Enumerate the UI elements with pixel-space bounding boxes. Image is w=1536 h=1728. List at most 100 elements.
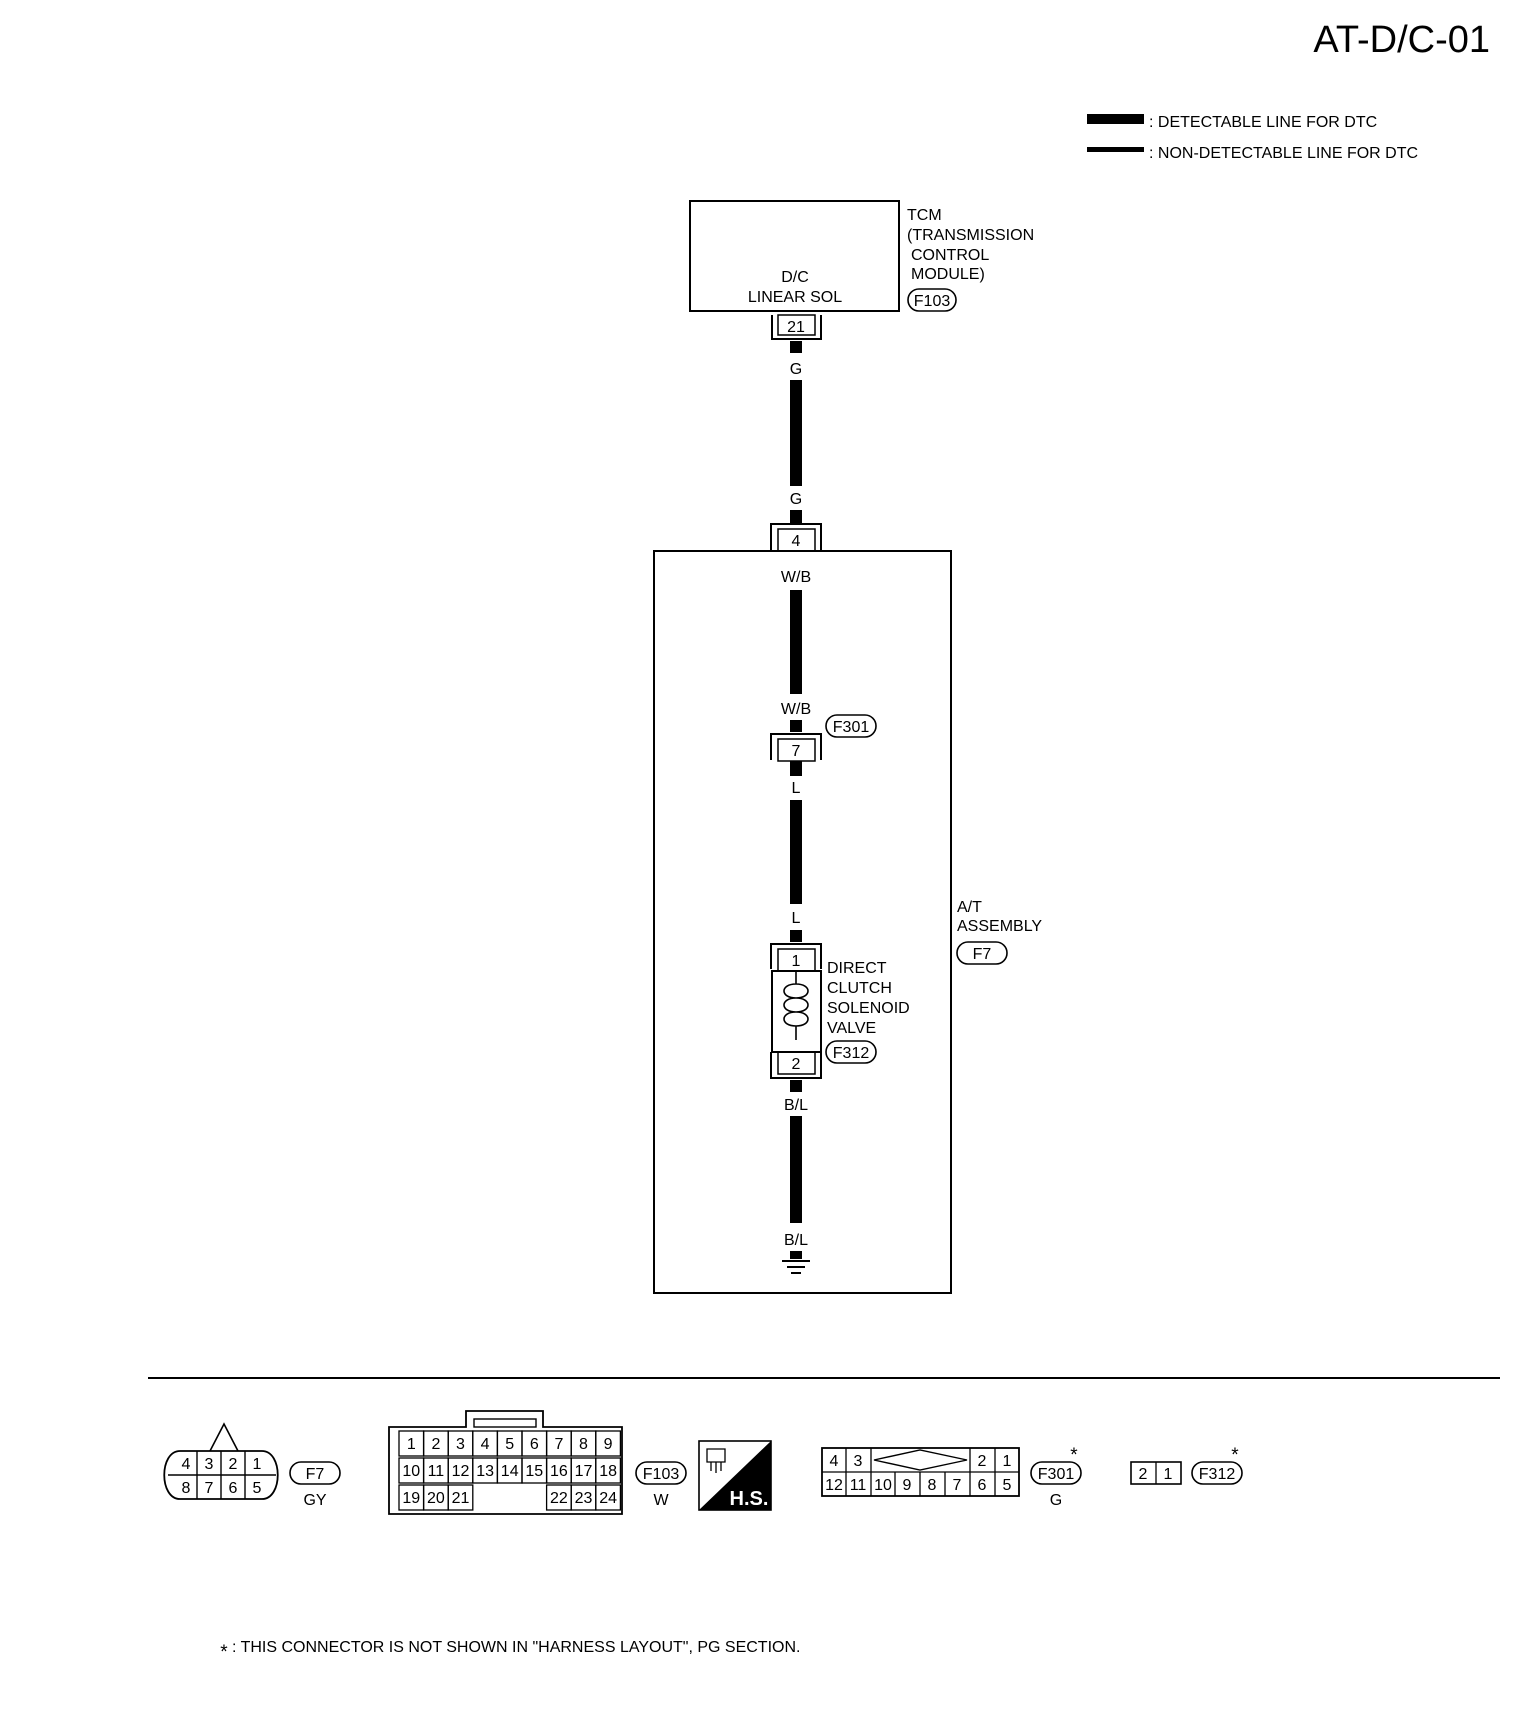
ground-icon: [782, 1260, 810, 1274]
wire-bl: [790, 1116, 802, 1223]
f103-pin-4: 4: [481, 1436, 490, 1453]
f301-pin-7: 7: [953, 1477, 962, 1494]
wire-bl-stub-bottom: [790, 1251, 802, 1259]
f103-pin-21: 21: [452, 1490, 470, 1507]
f301-pin-3: 3: [854, 1453, 863, 1470]
f301-pin-6: 6: [978, 1477, 987, 1494]
tcm-name-line4: MODULE): [911, 266, 985, 283]
tcm-name-line3: CONTROL: [911, 247, 989, 264]
f7-pin-4: 4: [182, 1456, 191, 1473]
pin-4: 4: [770, 523, 822, 552]
legend-detectable-swatch: [1087, 114, 1144, 124]
tcm-connector-label: F103: [914, 293, 951, 310]
tcm-module: D/C LINEAR SOL TCM (TRANSMISSION CONTROL…: [689, 200, 1034, 312]
tcm-connector-badge: [907, 288, 957, 312]
f312-view-badge: [1191, 1461, 1243, 1485]
solenoid-label-line1: DIRECT: [827, 960, 887, 977]
hs-symbol: H.S.: [698, 1440, 772, 1511]
f7-view-color: GY: [303, 1492, 326, 1509]
pin-7-label: 7: [792, 743, 801, 760]
f103-pin-15: 15: [525, 1463, 543, 1480]
wire-l-label-top: L: [792, 780, 801, 797]
f103-cell: [447, 1484, 474, 1511]
tcm-box: [689, 200, 900, 312]
wire-g: [790, 380, 802, 486]
f312-view-label: F312: [1199, 1466, 1236, 1483]
wire-g-stub-bottom: [790, 510, 802, 524]
f301-pin-12: 12: [825, 1477, 843, 1494]
f103-pin-5: 5: [505, 1436, 514, 1453]
f103-cell: [595, 1430, 622, 1457]
f103-pin-10: 10: [402, 1463, 420, 1480]
f103-pin-23: 23: [575, 1490, 593, 1507]
f301-connector-badge: [825, 714, 877, 738]
connector-view-f312: 2 1 F312 *: [1130, 1445, 1243, 1485]
f103-pin-19: 19: [402, 1490, 420, 1507]
f103-pin-9: 9: [604, 1436, 613, 1453]
solenoid-label-line4: VALVE: [827, 1020, 876, 1037]
f103-pin-12: 12: [452, 1463, 470, 1480]
wire-g-label-top: G: [790, 361, 802, 378]
wire-wb-label-bottom: W/B: [781, 701, 811, 718]
wire-bl-stub-top: [790, 1080, 802, 1092]
f301-pin-10: 10: [874, 1477, 892, 1494]
f312-connector-badge: [825, 1040, 877, 1064]
f103-pin-1: 1: [407, 1436, 416, 1453]
f7-pin-5: 5: [253, 1480, 262, 1497]
footnote-star: *: [220, 1642, 228, 1663]
f103-pin-16: 16: [550, 1463, 568, 1480]
coil-icon: [783, 971, 809, 1040]
hs-text: H.S.: [730, 1488, 769, 1510]
connector-hand-icon: [706, 1448, 726, 1473]
f103-pin-11: 11: [428, 1463, 445, 1480]
f7-view-badge: [289, 1461, 341, 1485]
wire-g-label-bottom: G: [790, 491, 802, 508]
f103-pin-7: 7: [554, 1436, 563, 1453]
tcm-name-line1: TCM: [907, 207, 942, 224]
f103-pin-13: 13: [476, 1463, 494, 1480]
f103-pin-24: 24: [599, 1490, 617, 1507]
pin-1-label: 1: [792, 953, 801, 970]
f7-pin-6: 6: [229, 1480, 238, 1497]
f7-pin-1: 1: [253, 1456, 262, 1473]
f301-pin-8: 8: [928, 1477, 937, 1494]
wire-wb: [790, 590, 802, 694]
at-assembly-line1: A/T: [957, 899, 982, 916]
wire-l-stub-top: [790, 761, 802, 776]
f301-connector-label: F301: [833, 719, 870, 736]
f301-view-color: G: [1050, 1492, 1062, 1509]
f301-pin-9: 9: [903, 1477, 912, 1494]
at-assembly-connector-label: F7: [973, 946, 992, 963]
wire-l-label-bottom: L: [792, 910, 801, 927]
legend-non-detectable-swatch: [1087, 147, 1144, 152]
f103-cell: [595, 1484, 622, 1511]
f312-pin-2: 2: [1139, 1466, 1148, 1483]
f103-pin-20: 20: [427, 1490, 445, 1507]
wire-wb-label-top: W/B: [781, 569, 811, 586]
f301-view-badge: [1030, 1461, 1082, 1485]
f103-view-label: F103: [643, 1466, 680, 1483]
f301-pin-5: 5: [1003, 1477, 1012, 1494]
f103-pin-17: 17: [575, 1463, 593, 1480]
tcm-name-line2: (TRANSMISSION: [907, 227, 1034, 244]
f103-pin-2: 2: [431, 1436, 440, 1453]
connector-f7-latch: [209, 1422, 239, 1452]
connector-f301-key: [873, 1449, 968, 1471]
f7-pin-3: 3: [205, 1456, 214, 1473]
wire-bl-label-top: B/L: [784, 1097, 808, 1114]
pin-2-label: 2: [792, 1056, 801, 1073]
at-assembly-line2: ASSEMBLY: [957, 918, 1042, 935]
f312-star: *: [1231, 1445, 1239, 1466]
legend-non-detectable-label: : NON-DETECTABLE LINE FOR DTC: [1149, 145, 1418, 162]
f301-pin-2: 2: [978, 1453, 987, 1470]
f103-cell: [595, 1457, 622, 1484]
f103-pin-6: 6: [530, 1436, 539, 1453]
f301-view-label: F301: [1038, 1466, 1075, 1483]
solenoid-label-line2: CLUTCH: [827, 980, 892, 997]
wire-l-stub-bottom: [790, 930, 802, 942]
solenoid-label-line3: SOLENOID: [827, 1000, 910, 1017]
pin-2: [777, 1051, 816, 1075]
at-assembly-box: [653, 550, 952, 1294]
wire-l: [790, 800, 802, 904]
